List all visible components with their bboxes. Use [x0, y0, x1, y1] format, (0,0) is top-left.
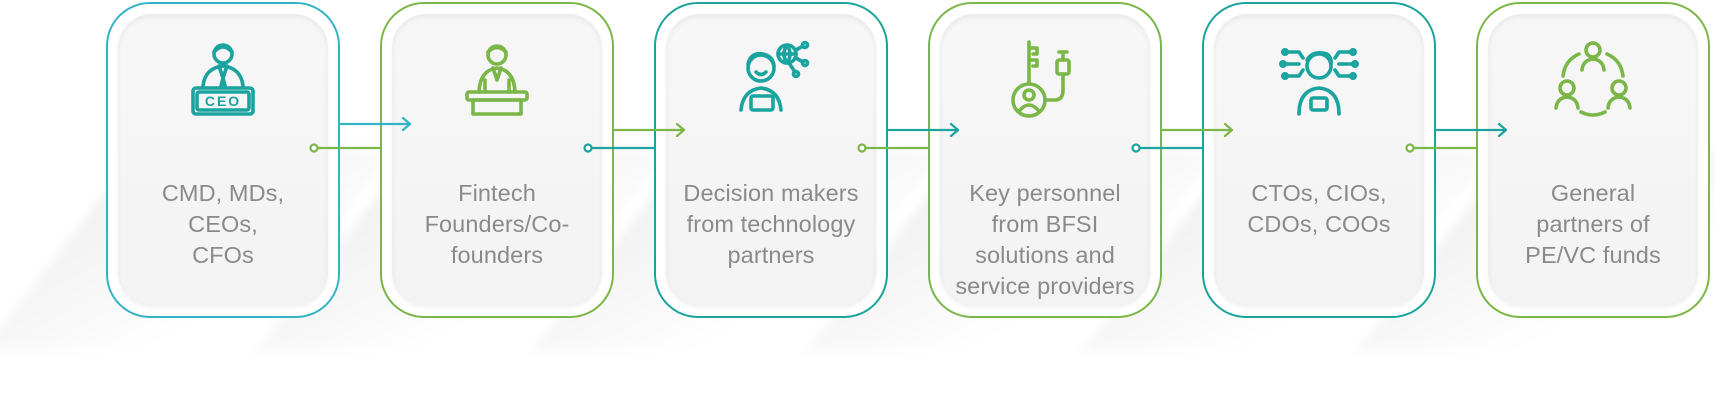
card-body: Fintech Founders/Co- founders — [392, 14, 602, 306]
founder-at-podium-icon — [455, 38, 539, 122]
step-label: CMD, MDs, CEOs, CFOs — [161, 180, 285, 268]
step-card-technology-partners: Decision makers from technology partners — [654, 2, 888, 318]
network-people-icon — [1551, 38, 1635, 122]
step-card-fintech-founders: Fintech Founders/Co- founders — [380, 2, 614, 318]
step-card-pe-vc-partners: General partners of PE/VC funds — [1476, 2, 1710, 318]
card-body: CTOs, CIOs, CDOs, COOs — [1214, 14, 1424, 306]
step-card-bfsi-personnel: Key personnel from BFSI solutions and se… — [928, 2, 1162, 318]
card-body: Decision makers from technology partners — [666, 14, 876, 306]
card-body: CEO CMD, MDs, CEOs, CFOs — [118, 14, 328, 306]
key-person-icon — [1003, 38, 1087, 122]
step-label: Decision makers from technology partners — [683, 180, 859, 268]
ceo-icon: CEO — [181, 38, 265, 122]
step-label: Fintech Founders/Co- founders — [424, 180, 570, 268]
tech-partner-icon — [729, 38, 813, 122]
tech-executive-icon — [1277, 38, 1361, 122]
card-body: Key personnel from BFSI solutions and se… — [940, 14, 1150, 306]
step-card-ceos: CEO CMD, MDs, CEOs, CFOs — [106, 2, 340, 318]
ceo-icon-text: CEO — [205, 93, 241, 109]
step-card-cxos: CTOs, CIOs, CDOs, COOs — [1202, 2, 1436, 318]
step-label: General partners of PE/VC funds — [1525, 180, 1661, 268]
card-body: General partners of PE/VC funds — [1488, 14, 1698, 306]
step-label: CTOs, CIOs, CDOs, COOs — [1247, 180, 1391, 237]
step-label: Key personnel from BFSI solutions and se… — [955, 180, 1135, 299]
